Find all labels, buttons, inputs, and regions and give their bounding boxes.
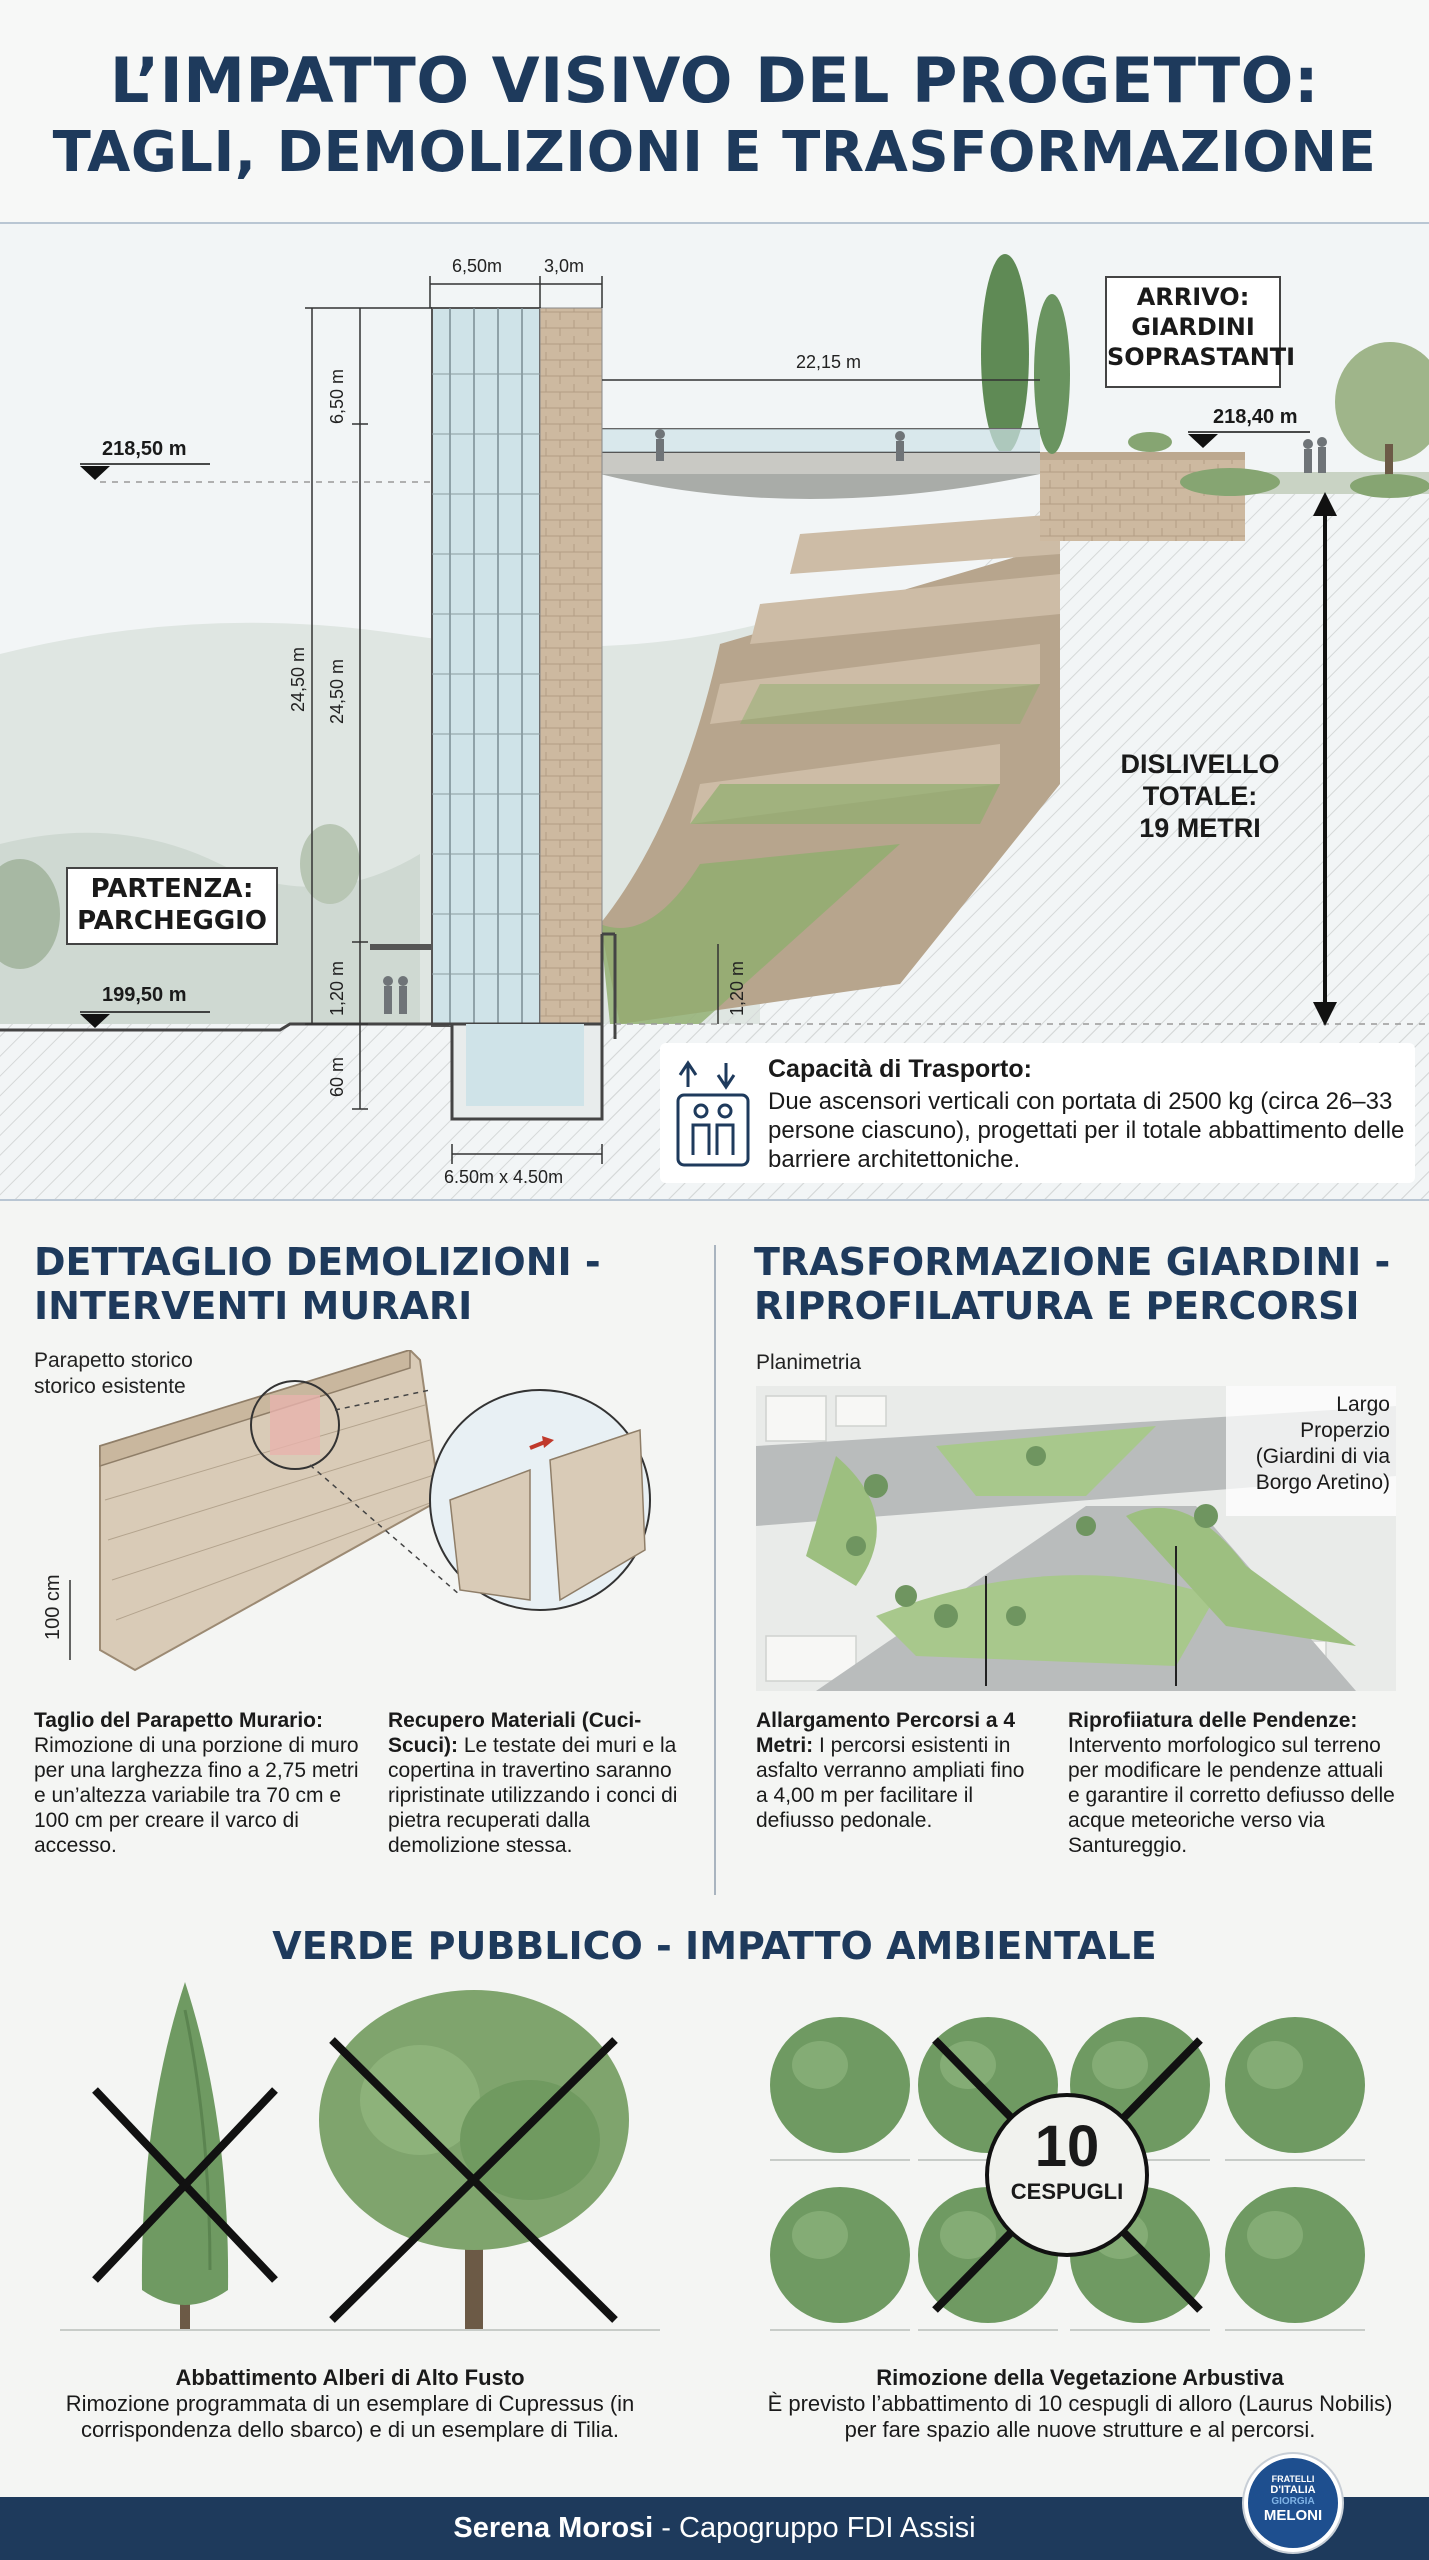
departure-line2: PARCHEGGIO	[77, 906, 267, 936]
dimension-side-width: 3,0m	[544, 256, 585, 276]
shrubs-count-badge: 10 CESPUGLI	[987, 2115, 1147, 2205]
reprofile-caption: Riprofiiatura delle Pendenze: Intervento…	[1068, 1708, 1398, 1858]
dimension-120-left: 1,20 m	[327, 960, 347, 1016]
widening-caption: Allargamento Percorsi a 4 Metri: I perco…	[756, 1708, 1026, 1833]
departure-label: PARTENZA: PARCHEGGIO	[66, 867, 278, 945]
dimension-60: 60 m	[327, 1056, 347, 1097]
logo-line4: MELONI	[1263, 2507, 1323, 2524]
arrival-line2: GIARDINI	[1131, 313, 1255, 341]
shrubs-caption: Rimozione della Vegetazione Arbustiva È …	[760, 2365, 1400, 2443]
shrubs-count: 10	[1034, 2114, 1100, 2179]
header: L’IMPATTO VISIVO DEL PROGETTO: TAGLI, DE…	[0, 0, 1429, 224]
dimension-2450-inner: 24,50 m	[327, 658, 347, 724]
column-divider	[714, 1245, 716, 1895]
cut-caption-title: Taglio del Parapetto Murario:	[34, 1709, 323, 1732]
height-difference-label: DISLIVELLO TOTALE: 19 METRI	[1120, 748, 1280, 844]
author-name: Serena Morosi	[453, 2512, 654, 2544]
party-logo: FRATELLI D'ITALIA GIORGIA MELONI	[1244, 2454, 1342, 2552]
elevator-icon	[676, 1060, 750, 1167]
height-difference-line2: TOTALE:	[1142, 781, 1258, 811]
section-divider	[0, 1199, 1429, 1201]
cut-caption: Taglio del Parapetto Murario: Rimozione …	[34, 1708, 364, 1858]
height-difference-line1: DISLIVELLO	[1120, 749, 1280, 779]
wall-demolition-drawing	[69, 1350, 651, 1672]
widening-caption-title: Allargamento Percorsi a 4 Metri:	[756, 1709, 1016, 1757]
elevation-bottom: 199,50 m	[102, 984, 187, 1006]
green-title: VERDE PUBBLICO - IMPATTO AMBIENTALE	[272, 1924, 1157, 1968]
place-label: Largo Properzio (Giardini di via Borgo A…	[1215, 1392, 1390, 1496]
place-label-line2: Properzio	[1300, 1419, 1390, 1442]
dimension-tower-width: 6,50m	[452, 256, 503, 276]
wall-height-label: 100 cm	[42, 1574, 64, 1640]
demolitions-title-line2: INTERVENTI MURARI	[34, 1284, 473, 1328]
page-title-line2: TAGLI, DEMOLIZIONI E TRASFORMAZIONE	[52, 120, 1377, 185]
trees-caption-text: Rimozione programmata di un esemplare di…	[65, 2391, 635, 2442]
widening-caption-text: I percorsi esistenti in asfalto verranno…	[756, 1734, 1025, 1832]
place-label-line4: Borgo Aretino)	[1255, 1471, 1390, 1494]
capacity-text: Due ascensori verticali con portata di 2…	[768, 1088, 1405, 1173]
logo-line2: D'ITALIA	[1270, 2484, 1316, 2496]
height-difference-line3: 19 METRI	[1139, 813, 1261, 843]
shrubs-drawing	[770, 2017, 1365, 2331]
reprofile-caption-text: Intervento morfologico sul terreno per m…	[1068, 1734, 1395, 1857]
elevation-top-left: 218,50 m	[102, 438, 187, 460]
logo-line3: GIORGIA	[1271, 2496, 1315, 2507]
recovery-caption-title: Recupero Materiali (Cuci-Scuci):	[388, 1709, 642, 1757]
gardens-title-line1: TRASFORMAZIONE GIARDINI -	[754, 1240, 1391, 1284]
elevation-top-right: 218,40 m	[1213, 406, 1298, 428]
parapet-label-line2: storico esistente	[34, 1375, 186, 1398]
parapet-label: Parapetto storico storico esistente	[34, 1348, 193, 1400]
shrubs-caption-title: Rimozione della Vegetazione Arbustiva	[876, 2365, 1284, 2390]
trees-drawing	[60, 1982, 660, 2331]
trees-caption: Abbattimento Alberi di Alto Fusto Rimozi…	[40, 2365, 660, 2443]
demolitions-title: DETTAGLIO DEMOLIZIONI - INTERVENTI MURAR…	[34, 1240, 601, 1328]
author-role: - Capogruppo FDI Assisi	[653, 2512, 976, 2544]
dimension-120-right: 1,20 m	[727, 960, 747, 1016]
dimension-bridge: 22,15 m	[796, 352, 862, 372]
arrival-label: ARRIVO: GIARDINI SOPRASTANTI	[1105, 276, 1296, 388]
arrival-line3: SOPRASTANTI	[1107, 343, 1296, 371]
recovery-caption-text: Le testate dei muri e la copertina in tr…	[388, 1734, 678, 1857]
shrubs-unit: CESPUGLI	[1010, 2179, 1124, 2204]
trees-caption-title: Abbattimento Alberi di Alto Fusto	[175, 2365, 525, 2390]
dimension-2450-outer: 24,50 m	[288, 646, 308, 712]
departure-line1: PARTENZA:	[90, 874, 254, 904]
shrubs-caption-text: È previsto l’abbattimento di 10 cespugli…	[767, 2391, 1393, 2442]
garden-plan-drawing	[756, 1386, 1396, 1691]
capacity-title: Capacità di Trasporto:	[768, 1055, 1032, 1083]
parapet-label-line1: Parapetto storico	[34, 1349, 193, 1372]
recovery-caption: Recupero Materiali (Cuci-Scuci): Le test…	[388, 1708, 688, 1858]
cut-caption-text: Rimozione di una porzione di muro per un…	[34, 1734, 359, 1857]
capacity-box: Capacità di Trasporto: Due ascensori ver…	[660, 1043, 1415, 1183]
reprofile-caption-title: Riprofiiatura delle Pendenze:	[1068, 1709, 1358, 1732]
arrival-line1: ARRIVO:	[1136, 283, 1250, 311]
page-title-line1: L’IMPATTO VISIVO DEL PROGETTO:	[109, 44, 1320, 117]
dimension-base: 6.50m x 4.50m	[444, 1167, 564, 1187]
logo-line1: FRATELLI	[1271, 2474, 1315, 2484]
gardens-title: TRASFORMAZIONE GIARDINI - RIPROFILATURA …	[754, 1240, 1390, 1328]
footer-text: Serena Morosi - Capogruppo FDI Assisi	[0, 2512, 1429, 2545]
place-label-line1: Largo	[1336, 1393, 1390, 1416]
demolitions-title-line1: DETTAGLIO DEMOLIZIONI -	[34, 1240, 601, 1284]
gardens-title-line2: RIPROFILATURA E PERCORSI	[754, 1284, 1360, 1328]
plan-label: Planimetria	[756, 1351, 862, 1374]
dimension-650m: 6,50 m	[327, 368, 347, 424]
place-label-line3: (Giardini di via	[1255, 1445, 1390, 1468]
footer: Serena Morosi - Capogruppo FDI Assisi	[0, 2497, 1429, 2560]
